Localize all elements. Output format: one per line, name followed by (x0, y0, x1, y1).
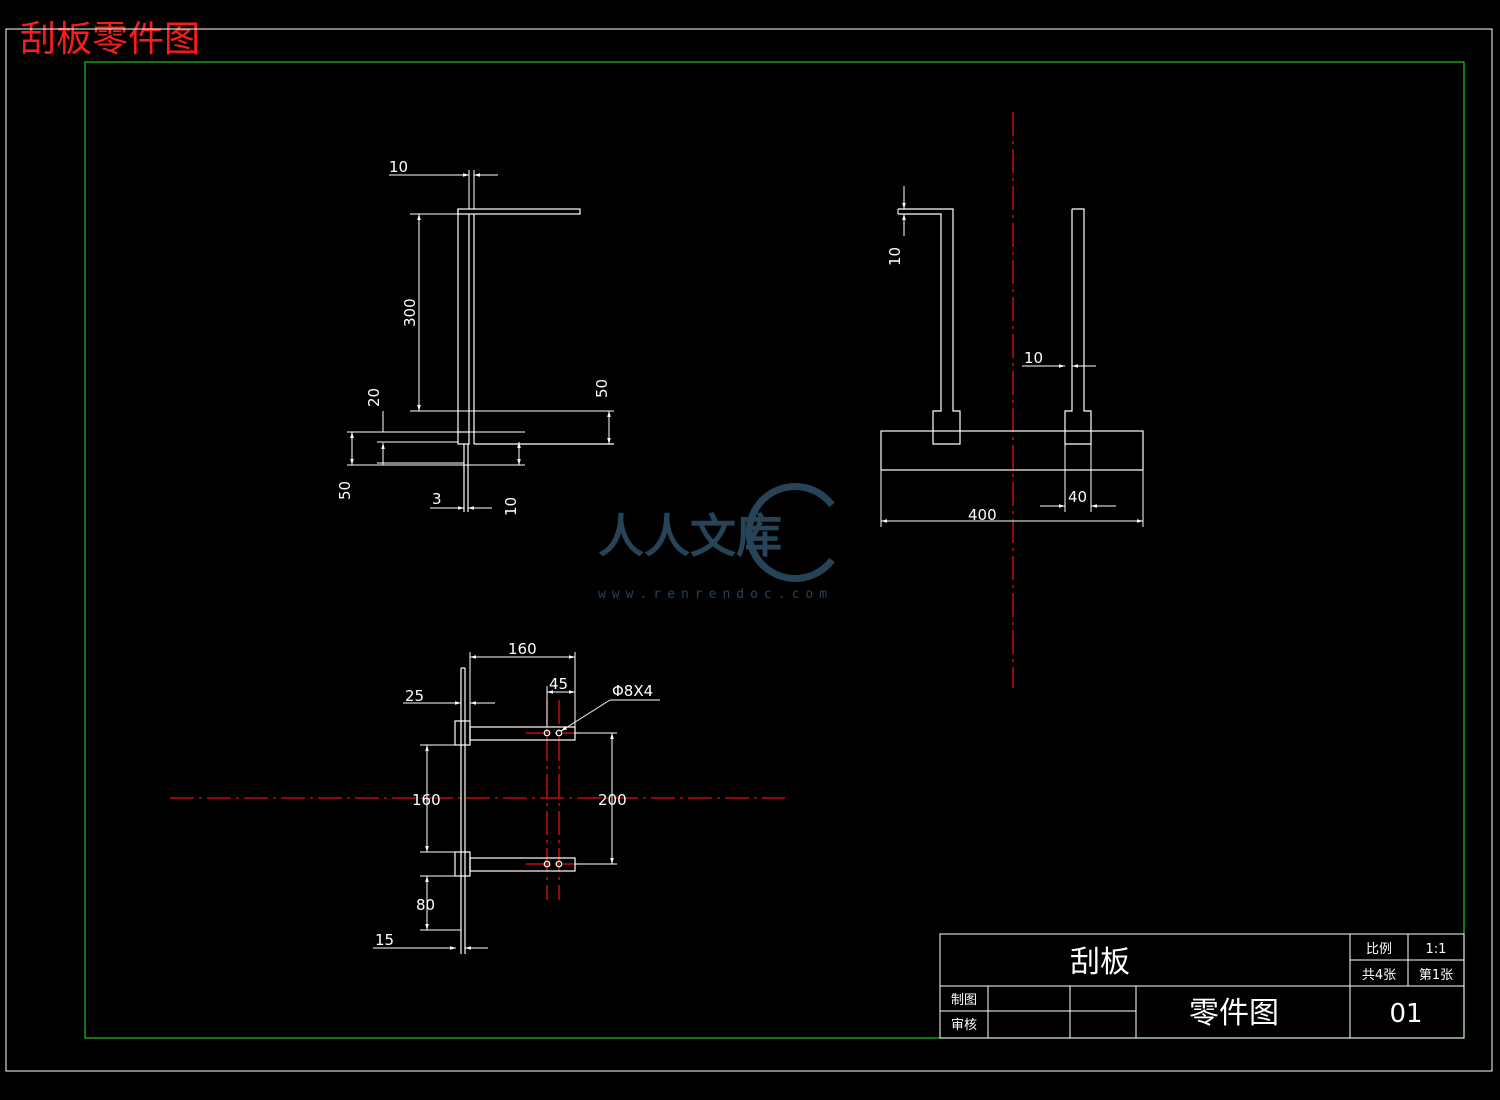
dim-top-hole-note: Φ8X4 (612, 682, 653, 700)
drawn-label: 制图 (951, 993, 977, 1008)
dim-front-50-right: 50 (593, 379, 611, 398)
dim-front-300: 300 (401, 298, 419, 327)
watermark: 人人文库 www.renrendoc.com (598, 483, 835, 602)
side-right-bracket (1064, 208, 1092, 445)
side-left-bracket (898, 208, 961, 445)
part-name: 刮板 (1070, 945, 1130, 980)
dim-top-15: 15 (375, 931, 394, 949)
dim-front-10-bottom: 10 (502, 497, 520, 516)
top-lower-block (454, 851, 471, 877)
side-view: 10 10 400 40 (880, 112, 1144, 688)
inner-frame (84, 61, 1465, 1039)
drawing-title: 刮板零件图 (20, 19, 201, 60)
top-hole (543, 729, 551, 737)
scale-value: 1:1 (1426, 942, 1447, 957)
watermark-url: www.renrendoc.com (598, 587, 833, 602)
top-view: 160 25 45 Φ8X4 160 200 80 15 (170, 640, 785, 954)
outer-frame (5, 28, 1493, 1072)
top-upper-block (454, 720, 471, 746)
sheet-number: 第1张 (1419, 968, 1453, 983)
drawing-type: 零件图 (1189, 996, 1279, 1031)
dim-top-200: 200 (598, 791, 627, 809)
front-top-flange (457, 208, 581, 215)
dim-top-80: 80 (416, 896, 435, 914)
top-hole (555, 729, 563, 737)
dim-front-20: 20 (365, 388, 383, 407)
top-hole (555, 860, 563, 868)
watermark-logo-icon (745, 483, 835, 582)
drawing-number: 01 (1389, 999, 1422, 1029)
dim-top-160-left: 160 (412, 791, 441, 809)
watermark-text: 人人文库 (598, 509, 782, 563)
checked-label: 审核 (951, 1018, 977, 1033)
dim-side-10-vertical: 10 (886, 247, 904, 266)
side-base-plate (880, 430, 1144, 471)
dim-top-25: 25 (405, 687, 424, 705)
dim-front-50-left: 50 (336, 481, 354, 500)
title-block: 刮板 比例 1:1 共4张 第1张 制图 审核 零件图 01 (939, 933, 1465, 1039)
front-step (457, 431, 470, 445)
dim-side-10-horizontal: 10 (1024, 349, 1043, 367)
dim-top-160-top: 160 (508, 640, 537, 658)
dim-front-3: 3 (432, 490, 442, 508)
dim-side-40: 40 (1068, 488, 1087, 506)
front-view: 10 300 20 50 50 10 3 (336, 158, 614, 516)
scale-label: 比例 (1366, 942, 1392, 957)
dim-top-45: 45 (549, 675, 568, 693)
dim-front-10-top: 10 (389, 158, 408, 176)
total-sheets: 共4张 (1362, 968, 1396, 983)
dim-side-400: 400 (968, 506, 997, 524)
top-hole (543, 860, 551, 868)
